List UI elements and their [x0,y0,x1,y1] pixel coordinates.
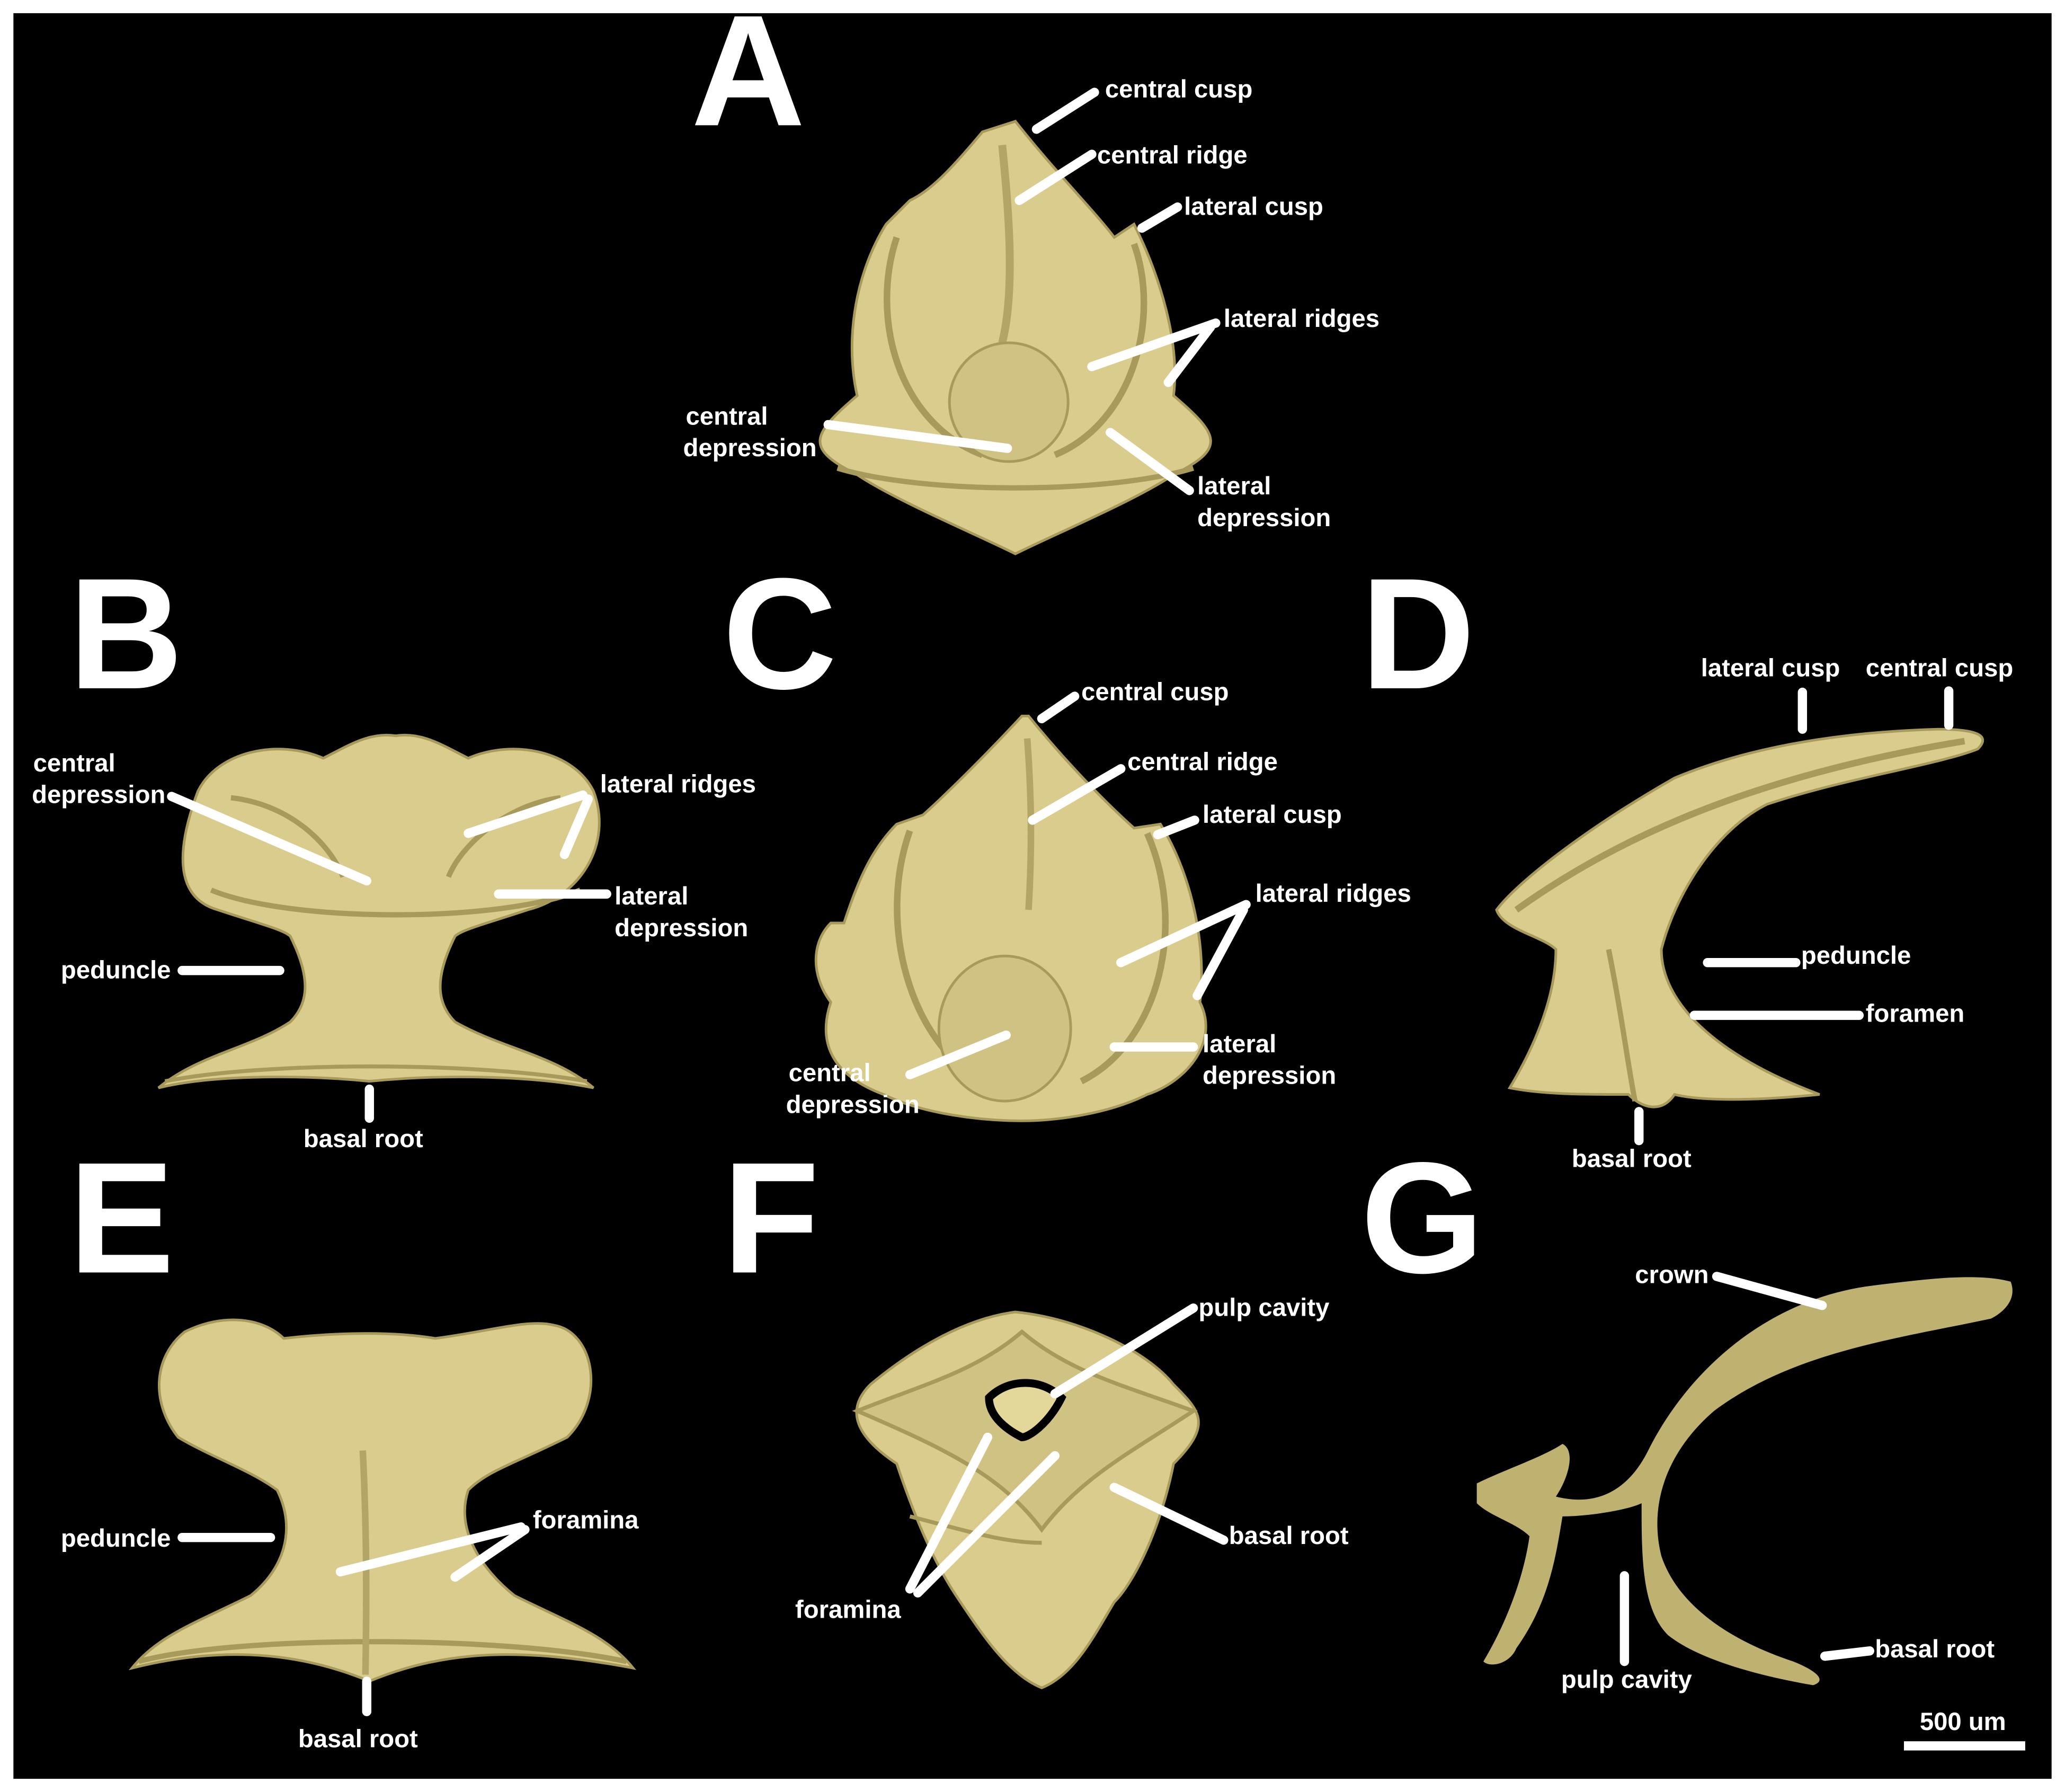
label-peduncle: peduncle [61,956,171,984]
label-lateral-depression-line2: depression [1197,504,1331,532]
panel-g: G crown basal root pulp cavity [1361,1130,2013,1693]
label-central-ridge: central ridge [1097,141,1248,170]
panel-letter-g: G [1361,1130,1484,1306]
label-lateral-depression-line1: lateral [1197,472,1271,500]
label-basal-root: basal root [298,1725,418,1753]
panel-letter-d: D [1361,546,1475,722]
label-peduncle: peduncle [61,1524,171,1553]
panel-letter-a: A [691,0,805,159]
label-central-depression-line2: depression [786,1090,920,1119]
specimen-g-section [1476,1277,2013,1685]
label-lateral-ridges: lateral ridges [1224,305,1379,333]
specimen-d [1495,728,1984,1108]
leader-lines-c [905,691,1251,1079]
label-foramen: foramen [1866,1000,1964,1028]
scale-bar-label: 500 um [1920,1708,2006,1736]
leader-lines-e [177,1522,530,1716]
panel-f: F pulp cavity basal root foramina [723,1130,1349,1690]
panel-a: A central cusp central ridge lateral cus… [683,0,1379,555]
panel-letter-f: F [723,1130,819,1306]
label-lateral-depression-line2: depression [615,914,748,942]
label-lateral-ridges: lateral ridges [600,770,756,799]
label-peduncle: peduncle [1801,942,1911,970]
label-lateral-cusp: lateral cusp [1701,654,1840,682]
leader-lines-f [905,1303,1229,1598]
label-lateral-depression-line1: lateral [615,882,688,910]
label-lateral-cusp: lateral cusp [1203,801,1342,829]
label-foramina: foramina [533,1506,639,1534]
label-central-cusp: central cusp [1081,678,1229,706]
panel-letter-b: B [69,546,183,722]
label-pulp-cavity: pulp cavity [1561,1665,1693,1693]
label-pulp-cavity: pulp cavity [1199,1294,1330,1322]
label-central-depression-line2: depression [32,781,165,809]
label-central-cusp: central cusp [1866,654,2013,682]
label-central-ridge: central ridge [1127,748,1278,776]
panel-e: E peduncle foramina basal root [61,1130,639,1753]
label-foramina: foramina [795,1596,901,1624]
panel-letter-e: E [69,1130,174,1306]
label-central-depression-line1: central [33,749,115,777]
label-lateral-cusp: lateral cusp [1184,193,1323,221]
label-basal-root: basal root [1572,1145,1692,1173]
label-basal-root: basal root [304,1125,423,1153]
label-lateral-depression-line2: depression [1203,1062,1336,1090]
label-central-depression-line2: depression [683,434,817,462]
panel-letter-c: C [723,546,837,722]
panel-b: B central depression lateral ridges late… [32,546,756,1153]
specimen-c [814,714,1207,1122]
panel-d: D lateral cusp central cusp peduncle for… [1361,546,2014,1173]
leader-lines-a [823,87,1221,495]
label-crown: crown [1635,1261,1708,1289]
leader-lines-b [167,790,611,1123]
label-central-cusp: central cusp [1105,75,1252,103]
scale-bar: 500 um [1903,1708,2025,1751]
leader-lines-g [1619,1272,1874,1666]
leader-lines-d [1634,686,1954,1146]
panel-c: C central cusp central ridge lateral cus… [723,546,1411,1122]
label-central-depression-line1: central [686,402,768,430]
label-basal-root: basal root [1875,1635,1995,1663]
label-lateral-ridges: lateral ridges [1256,880,1411,908]
label-central-depression-line1: central [789,1059,871,1087]
label-basal-root: basal root [1229,1522,1349,1550]
label-lateral-depression-line1: lateral [1203,1030,1276,1058]
